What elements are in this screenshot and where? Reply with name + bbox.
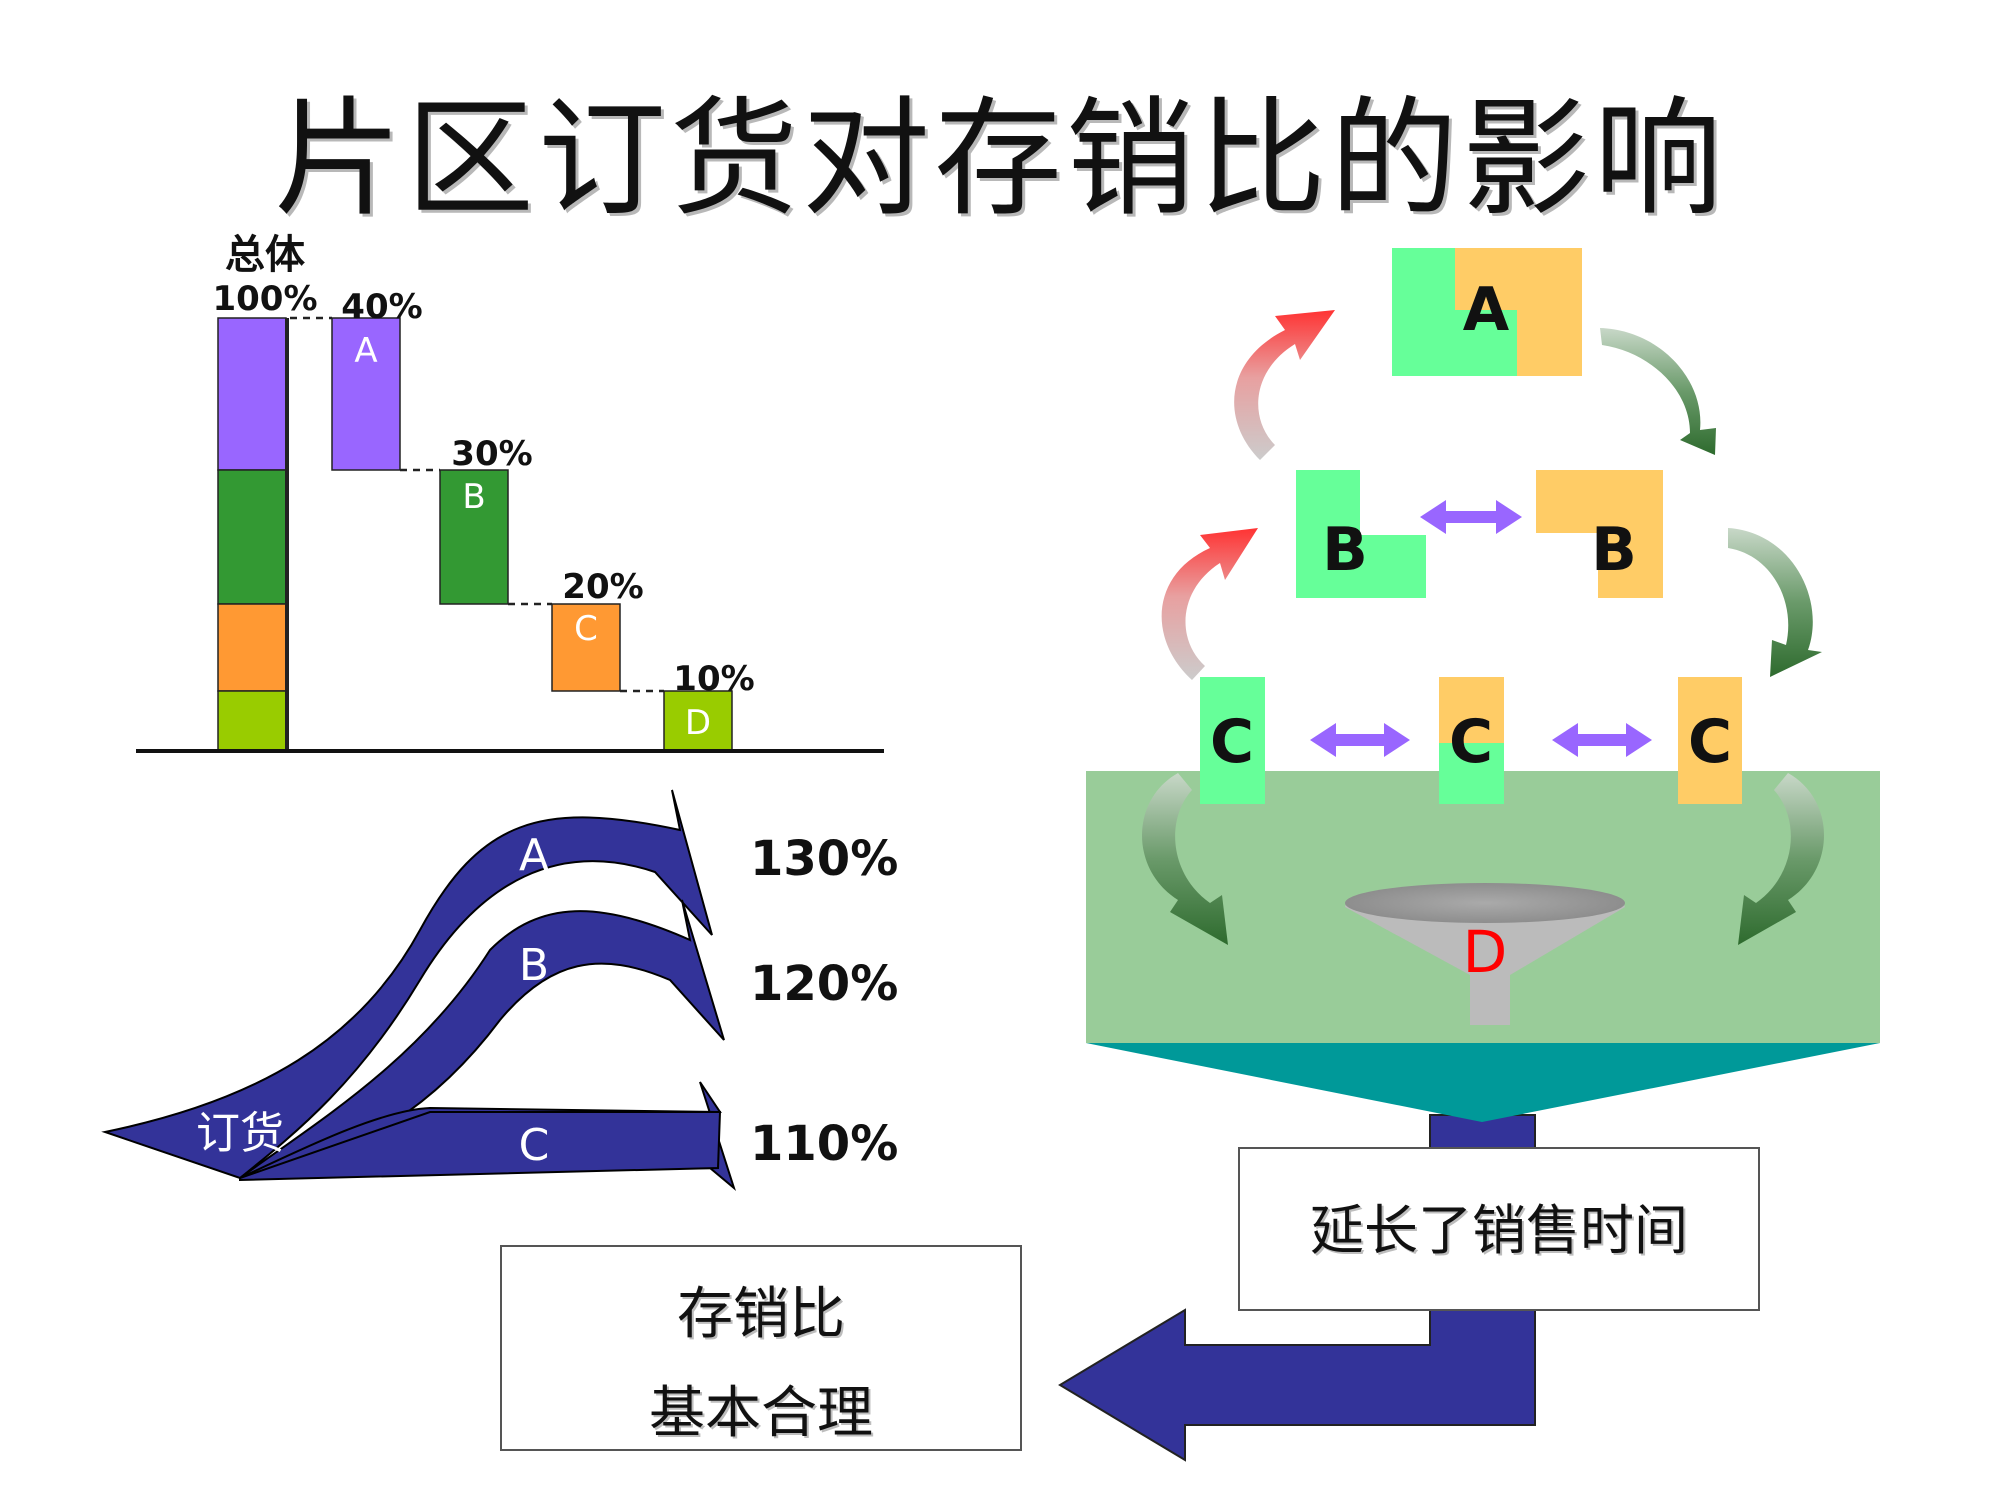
order-arrows: 订货 A B C 130% 120% 110%: [101, 789, 898, 1191]
block-b-right-letter: B: [1591, 515, 1637, 585]
block-c-left-letter: C: [1210, 707, 1254, 777]
step-b-letter: B: [462, 477, 485, 517]
order-source-label: 订货: [196, 1108, 284, 1159]
step-a-value: 40%: [341, 287, 422, 327]
total-segment-c: [217, 603, 287, 692]
order-pct-a: 130%: [750, 831, 898, 887]
green-curve-arrow-low-right-icon: [1738, 773, 1824, 945]
page-title: 片区订货对存销比的影响: [273, 85, 1726, 234]
funnel-icon: [1345, 890, 1625, 1025]
order-arrow-a-letter: A: [519, 830, 549, 881]
total-label: 总体: [225, 231, 305, 278]
step-bar-c: [551, 603, 621, 692]
green-curve-arrow-top-icon: [1600, 328, 1716, 455]
block-c-mid-top: [1439, 677, 1504, 743]
red-curve-arrow-top-icon: [1234, 310, 1335, 460]
step-b-value: 30%: [451, 434, 532, 474]
flow-diagram: A B B C C C D: [1058, 248, 1880, 1462]
double-arrow-c-left: [1310, 723, 1410, 757]
order-pct-c: 110%: [750, 1116, 898, 1172]
step-a-letter: A: [354, 331, 377, 371]
block-b-right: [1536, 470, 1663, 598]
step-bar-b: [439, 469, 509, 605]
block-c-mid-letter: C: [1449, 707, 1493, 777]
funnel-rim: [1345, 883, 1625, 923]
total-segment-d: [217, 690, 287, 752]
total-segment-a: [217, 317, 287, 471]
step-bar-a: [331, 317, 401, 471]
conclusion-box: 存销比 基本合理: [500, 1245, 1022, 1451]
block-c-right: [1678, 677, 1742, 804]
green-curve-arrow-mid-icon: [1728, 528, 1822, 677]
order-pct-b: 120%: [750, 956, 898, 1012]
waterfall-chart: 总体 100% A 40% B 30% C 20% D 10%: [136, 231, 884, 753]
teal-funnel: [1086, 1043, 1880, 1122]
block-b-left-letter: B: [1322, 515, 1368, 585]
green-curve-arrow-low-left-icon: [1142, 773, 1228, 945]
block-c-right-letter: C: [1688, 707, 1732, 777]
step-d-letter: D: [685, 703, 711, 743]
total-segment-b: [217, 469, 287, 605]
step-c-value: 20%: [562, 567, 643, 607]
order-arrow-b: [239, 899, 725, 1179]
result-box-text: 延长了销售时间: [1310, 1199, 1688, 1262]
funnel-letter: D: [1463, 918, 1508, 986]
conclusion-line-1: 存销比: [677, 1282, 845, 1347]
order-arrow-c-shaft: [239, 1111, 722, 1182]
double-arrow-b: [1420, 500, 1522, 534]
red-curve-arrow-bottom-icon: [1161, 528, 1258, 680]
total-value-label: 100%: [212, 279, 317, 319]
double-arrow-c-right: [1552, 723, 1652, 757]
conclusion-line-2: 基本合理: [649, 1381, 873, 1446]
order-arrow-a: [101, 789, 713, 1180]
block-a-letter: A: [1463, 275, 1510, 345]
step-bar-d: [663, 690, 733, 752]
block-b-left: [1296, 470, 1426, 598]
step-d-value: 10%: [673, 659, 754, 699]
order-arrow-b-letter: B: [519, 940, 549, 991]
block-c-mid-bottom: [1439, 743, 1504, 804]
block-a-orange: [1455, 248, 1582, 376]
step-c-letter: C: [574, 609, 598, 649]
order-arrow-c-letter: C: [519, 1120, 550, 1171]
result-box: 延长了销售时间: [1238, 1147, 1760, 1311]
block-c-left: [1200, 677, 1265, 804]
